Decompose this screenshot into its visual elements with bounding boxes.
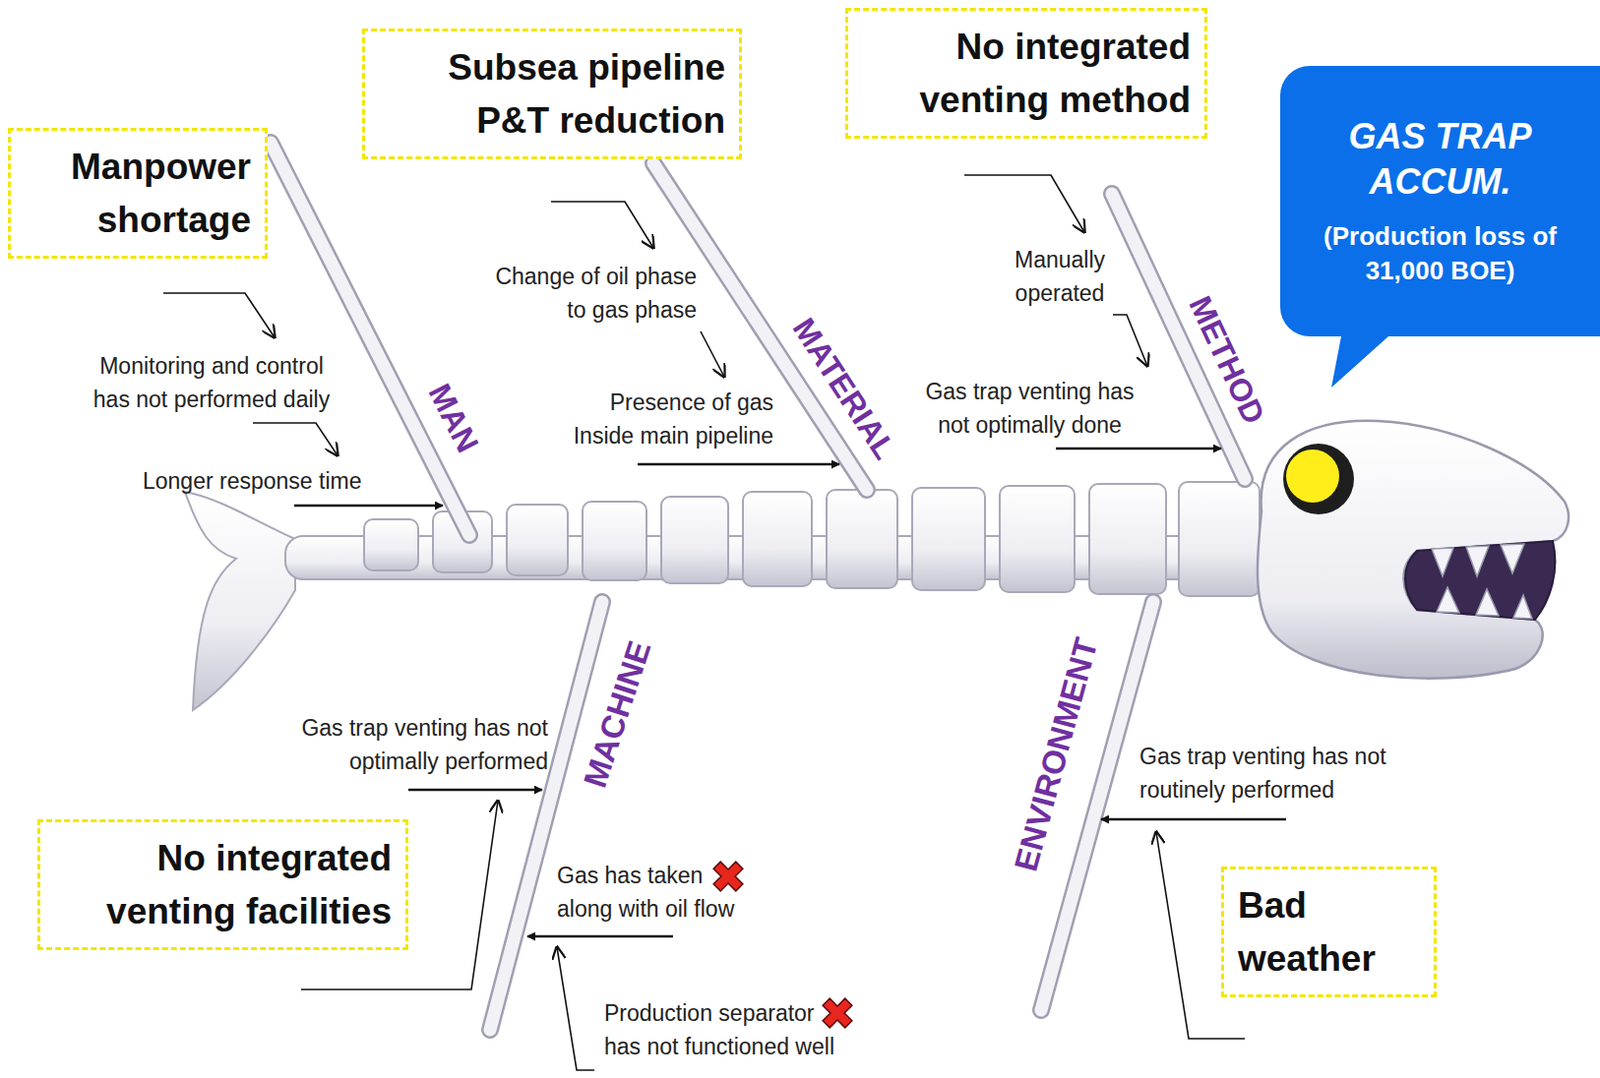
problem-text: Manpower shortage — [24, 140, 251, 247]
cause-arrow — [527, 935, 674, 939]
vertebra — [582, 501, 647, 581]
bone — [490, 602, 603, 1031]
leader-line — [1112, 314, 1148, 367]
vertebra — [506, 504, 568, 576]
effect-bubble: GAS TRAP ACCUM. (Production loss of 31,00… — [1280, 65, 1600, 337]
cause-arrow — [1055, 447, 1222, 451]
leader-line — [252, 423, 338, 456]
fish-mouth — [1405, 541, 1555, 620]
eye — [1286, 449, 1340, 503]
leader-line — [700, 331, 725, 377]
problem-text: No integrated venting method — [861, 20, 1191, 126]
vertebra — [912, 488, 985, 591]
speech-bubble — [1280, 65, 1600, 388]
fish-skull — [1257, 421, 1569, 679]
problem-text: Subsea pipeline P&T reduction — [378, 41, 726, 147]
fish-tail — [184, 492, 296, 711]
tooth — [1513, 595, 1533, 619]
cross-mark — [705, 854, 750, 899]
problem-box: Subsea pipeline P&T reduction — [362, 28, 742, 160]
problem-box: Bad weather — [1221, 866, 1437, 998]
tooth — [1500, 544, 1525, 574]
cause-text: Presence of gas Inside main pipeline — [561, 385, 774, 453]
cause-text: Longer response time — [142, 464, 362, 498]
leader-line — [556, 947, 595, 1071]
vertebra — [1178, 482, 1260, 597]
leader-line — [163, 293, 275, 338]
vertebra — [661, 496, 729, 584]
effect-text: GAS TRAP ACCUM. — [1322, 114, 1559, 207]
cause-text: Production separator has not functioned … — [604, 996, 841, 1064]
cause-text: Gas trap venting has not optimally perfo… — [262, 711, 549, 779]
leader-line — [551, 201, 654, 248]
effect-text: (Production loss of 31,000 BOE) — [1302, 219, 1579, 289]
cause-text: Monitoring and control has not performed… — [88, 349, 335, 417]
cause-text: Manually operated — [1008, 243, 1111, 310]
vertebra — [742, 492, 812, 587]
tooth — [1466, 546, 1489, 577]
cross-mark — [814, 990, 860, 1036]
category-label: MACHINE — [578, 637, 657, 793]
problem-box: No integrated venting method — [845, 7, 1208, 139]
tooth — [1436, 587, 1460, 614]
category-label: METHOD — [1183, 291, 1271, 429]
cause-arrow — [408, 789, 543, 793]
leader-line — [964, 175, 1085, 233]
tooth — [1476, 589, 1499, 616]
cause-arrow — [1101, 818, 1287, 822]
problem-text: Bad weather — [1237, 879, 1420, 985]
cause-arrow — [294, 504, 443, 508]
cause-arrow — [637, 463, 840, 467]
bone-outline — [490, 602, 603, 1031]
category-label: MAN — [423, 378, 485, 457]
category-label: MATERIAL — [787, 312, 902, 465]
vertebra — [826, 490, 898, 589]
problem-box: No integrated venting facilities — [37, 819, 409, 951]
vertebra — [364, 519, 419, 571]
vertebra — [1089, 484, 1167, 595]
eye-socket — [1283, 443, 1354, 515]
tooth — [1431, 548, 1454, 577]
category-label: ENVIRONMENT — [1009, 634, 1104, 875]
cause-text: Change of oil phase to gas phase — [485, 259, 697, 327]
problem-box: Manpower shortage — [7, 127, 268, 259]
cause-text: Gas trap venting has not optimally done — [919, 374, 1141, 442]
cause-text: Gas has taken along with oil flow — [556, 859, 744, 926]
problem-text: No integrated venting facilities — [54, 832, 392, 938]
vertebra — [999, 486, 1075, 593]
cause-text: Gas trap venting has not routinely perfo… — [1139, 739, 1396, 807]
